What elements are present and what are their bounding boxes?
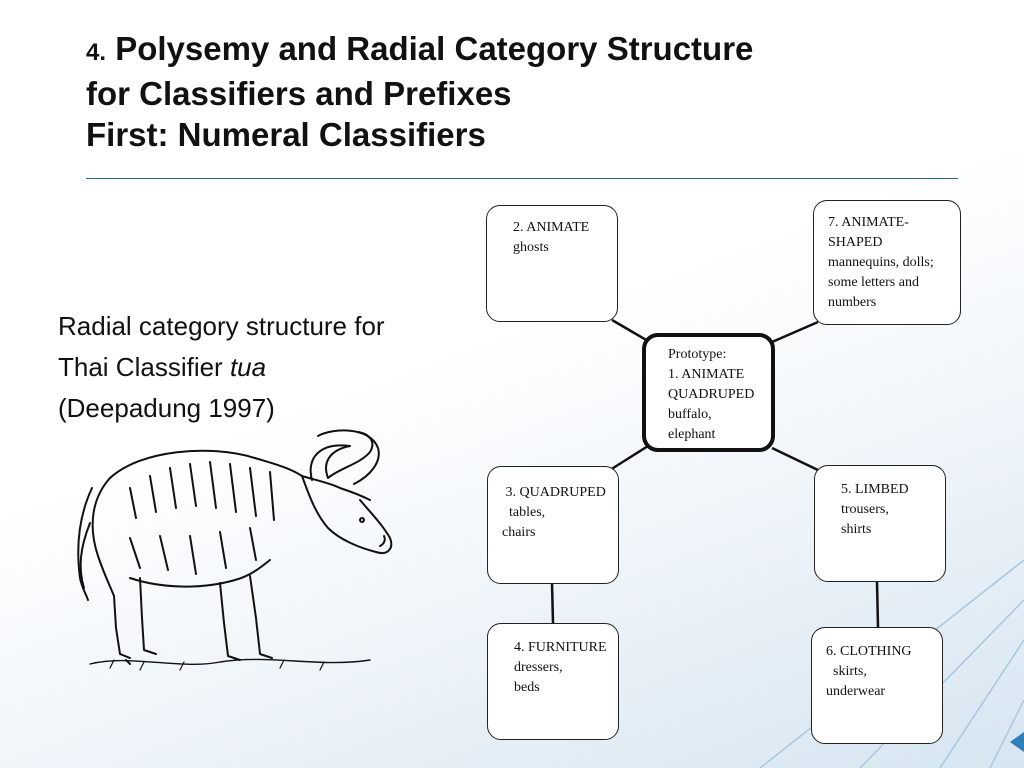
node-animate-shaped-line-3: mannequins, dolls; xyxy=(828,255,934,270)
node-limbed-line-3: shirts xyxy=(841,522,872,537)
node-clothing-line-2: skirts, xyxy=(826,664,867,679)
link-prototype-limbed xyxy=(771,446,821,473)
water-buffalo-illustration xyxy=(77,429,393,671)
slide-title: 4. Polysemy and Radial Category Structur… xyxy=(86,28,966,155)
node-animate-shaped-line-4: some letters and xyxy=(828,275,919,290)
title-number: 4. xyxy=(86,39,107,66)
node-furniture: 4. FURNITURE dressers, beds xyxy=(487,623,619,740)
node-prototype-line-5: elephant xyxy=(668,427,716,442)
caption-line-2: Thai Classifier tua xyxy=(58,347,478,388)
caption-line-3: (Deepadung 1997) xyxy=(58,393,275,423)
caption-term: tua xyxy=(229,352,267,382)
node-clothing-line-3: underwear xyxy=(826,684,886,699)
node-clothing: 6. CLOTHING skirts, underwear xyxy=(811,627,943,744)
node-furniture-line-1: 4. FURNITURE xyxy=(514,640,607,655)
node-prototype-line-4: buffalo, xyxy=(668,407,712,422)
node-animate-shaped: 7. ANIMATE- SHAPED mannequins, dolls; so… xyxy=(813,200,961,325)
link-prototype-animate-shaped xyxy=(771,320,819,344)
node-quadruped-line-1: 3. QUADRUPED xyxy=(502,485,606,500)
caption-prefix: Thai Classifier xyxy=(58,352,230,382)
node-quadruped-line-3: chairs xyxy=(502,525,536,540)
node-animate-shaped-line-5: numbers xyxy=(828,295,877,310)
title-line-3: First: Numeral Classifiers xyxy=(86,116,486,153)
node-quadruped: 3. QUADRUPED tables, chairs xyxy=(487,466,619,584)
node-animate-line-1: 2. ANIMATE xyxy=(513,220,590,235)
caption: Radial category structure for Thai Class… xyxy=(58,306,478,429)
node-quadruped-line-2: tables, xyxy=(502,505,546,520)
link-prototype-quadruped xyxy=(609,444,649,472)
link-prototype-animate xyxy=(611,318,649,343)
link-limbed-clothing xyxy=(875,581,880,628)
node-limbed: 5. LIMBED trousers, shirts xyxy=(814,465,946,582)
node-prototype-line-2: 1. ANIMATE xyxy=(668,367,745,382)
title-text-1: Polysemy and Radial Category Structure xyxy=(115,30,754,67)
title-divider xyxy=(86,178,958,179)
node-limbed-line-2: trousers, xyxy=(841,502,889,517)
node-furniture-line-3: beds xyxy=(514,680,540,695)
node-clothing-line-1: 6. CLOTHING xyxy=(826,644,912,659)
node-prototype-line-1: Prototype: xyxy=(668,347,727,362)
node-prototype: Prototype: 1. ANIMATE QUADRUPED buffalo,… xyxy=(642,333,775,452)
node-animate: 2. ANIMATE ghosts xyxy=(486,205,618,322)
title-line-1: 4. Polysemy and Radial Category Structur… xyxy=(86,28,966,73)
caption-line-1: Radial category structure for xyxy=(58,311,385,341)
node-prototype-line-3: QUADRUPED xyxy=(668,387,755,402)
title-line-2: for Classifiers and Prefixes xyxy=(86,75,512,112)
link-quadruped-furniture xyxy=(550,582,555,624)
node-animate-line-2: ghosts xyxy=(513,240,549,255)
node-limbed-line-1: 5. LIMBED xyxy=(841,482,909,497)
node-animate-shaped-line-2: SHAPED xyxy=(828,235,883,250)
node-furniture-line-2: dressers, xyxy=(514,660,563,675)
node-animate-shaped-line-1: 7. ANIMATE- xyxy=(828,215,909,230)
